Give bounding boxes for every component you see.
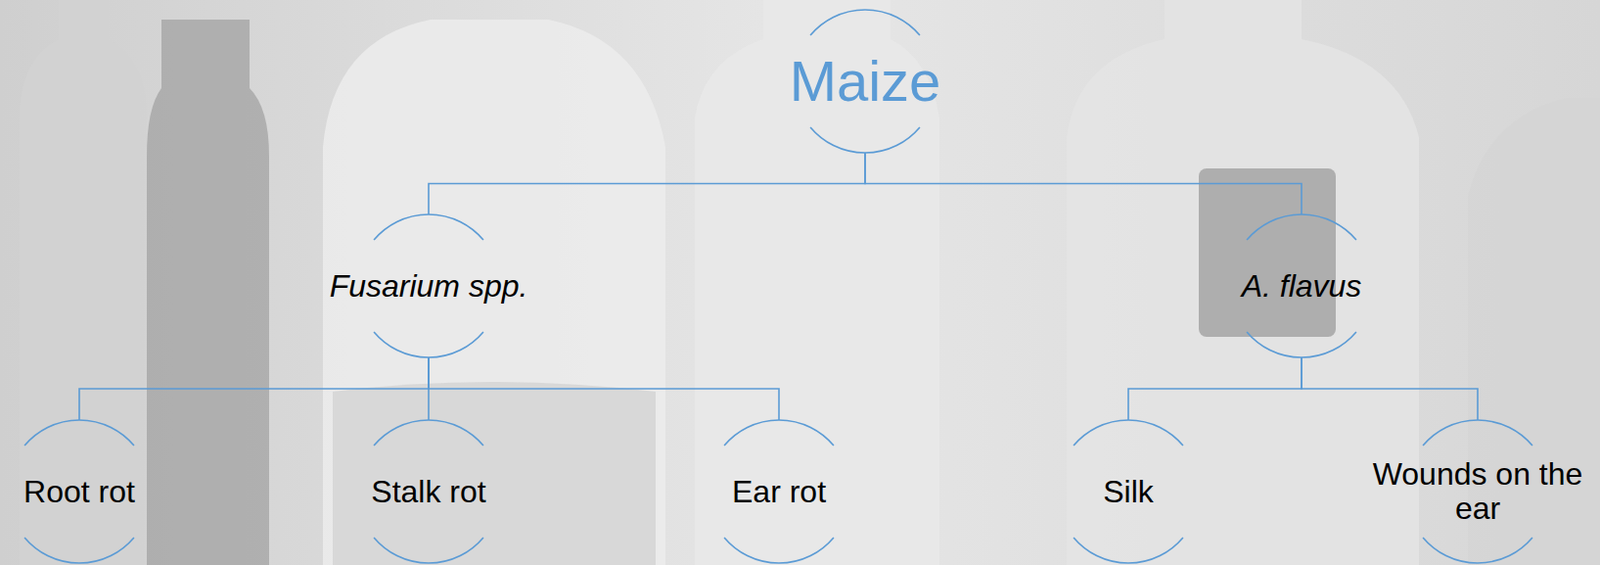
category-node: Root rot <box>7 419 151 563</box>
node-arc <box>810 127 920 153</box>
node-label: Maize <box>708 50 1022 113</box>
category-node: Ear rot <box>707 419 851 563</box>
node-label: Fusarium spp. <box>281 269 576 304</box>
node-label: Silk <box>1030 474 1227 509</box>
category-node: Fusarium spp. <box>357 214 501 358</box>
node-label: Ear rot <box>681 474 877 509</box>
tree-connector <box>428 152 866 215</box>
node-arc <box>1246 331 1357 358</box>
node-label: A. flavus <box>1154 269 1449 304</box>
node-label: Wounds on the ear <box>1360 457 1596 525</box>
tree-connector <box>865 152 1302 215</box>
category-node: Maize <box>793 9 937 153</box>
node-arc <box>810 9 920 36</box>
tree-connector <box>1301 357 1478 420</box>
bottle-label <box>1198 168 1336 337</box>
bottle-liquid <box>332 381 656 565</box>
node-label: Stalk rot <box>330 474 527 509</box>
bottle-shape <box>146 19 270 565</box>
node-arc <box>1422 419 1533 446</box>
tree-connector <box>428 357 779 420</box>
tree-connector <box>79 357 429 420</box>
node-arc <box>1073 419 1184 446</box>
node-arc <box>724 537 834 563</box>
tree-connector <box>1128 357 1302 420</box>
node-arc <box>24 419 135 446</box>
tree-connector <box>427 357 430 420</box>
node-arc <box>1422 537 1533 563</box>
node-arc <box>373 214 484 240</box>
category-node: A. flavus <box>1230 214 1373 358</box>
node-arc <box>24 537 135 563</box>
category-node: Silk <box>1056 419 1200 563</box>
node-arc <box>724 419 834 446</box>
node-arc <box>1246 214 1357 240</box>
node-arc <box>373 537 484 563</box>
category-node: Stalk rot <box>357 419 501 563</box>
node-arc <box>373 419 484 446</box>
node-label: Root rot <box>0 474 178 509</box>
node-arc <box>1073 537 1184 563</box>
category-node: Wounds on the ear <box>1406 419 1550 563</box>
node-arc <box>373 331 484 358</box>
